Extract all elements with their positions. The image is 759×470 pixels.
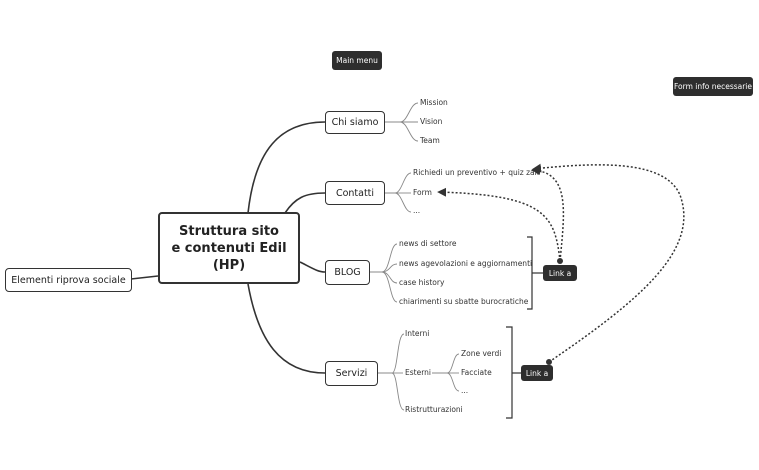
- leaf-chiarimenti[interactable]: chiarimenti su sbatte burocratiche: [399, 297, 529, 306]
- chi-siamo-node[interactable]: Chi siamo: [325, 111, 385, 134]
- leaf-news-agevolazioni[interactable]: news agevolazioni e aggiornamenti: [399, 259, 533, 268]
- form-info-topic[interactable]: Form info necessarie: [673, 77, 753, 96]
- leaf-vision[interactable]: Vision: [420, 117, 443, 126]
- leaf-contatti-ellipsis[interactable]: ...: [413, 206, 421, 215]
- central-topic-line3: (HP): [212, 257, 246, 273]
- contatti-node[interactable]: Contatti: [325, 181, 385, 205]
- leaf-facciate[interactable]: Facciate: [461, 368, 492, 377]
- blog-label: BLOG: [334, 267, 361, 278]
- servizi-boundary: [506, 326, 513, 419]
- root-to-blog-line: [299, 261, 326, 273]
- central-topic-line1: Struttura sito: [179, 223, 279, 239]
- leaf-zone-verdi[interactable]: Zone verdi: [461, 349, 502, 358]
- root-to-contatti-line: [284, 192, 326, 214]
- elementi-riprova-sociale-node[interactable]: Elementi riprova sociale: [5, 268, 132, 292]
- leaf-interni[interactable]: Interni: [405, 329, 430, 338]
- blog-node[interactable]: BLOG: [325, 260, 370, 285]
- elementi-riprova-sociale-label: Elementi riprova sociale: [11, 274, 126, 286]
- leaf-mission[interactable]: Mission: [420, 98, 448, 107]
- leaf-ristrutturazioni[interactable]: Ristrutturazioni: [405, 405, 463, 414]
- form-info-label: Form info necessarie: [673, 82, 753, 91]
- main-menu-topic[interactable]: Main menu: [332, 51, 382, 70]
- leaf-team[interactable]: Team: [420, 136, 440, 145]
- central-topic[interactable]: Struttura sito e contenuti Edil (HP): [158, 212, 300, 284]
- root-to-side-line: [130, 275, 159, 280]
- leaf-esterni[interactable]: Esterni: [405, 368, 431, 377]
- servizi-node[interactable]: Servizi: [325, 361, 378, 386]
- contatti-label: Contatti: [335, 187, 375, 199]
- servizi-label: Servizi: [335, 368, 368, 379]
- leaf-news-settore[interactable]: news di settore: [399, 239, 457, 248]
- blog-link-badge[interactable]: Link a: [543, 265, 577, 281]
- leaf-form[interactable]: Form: [413, 188, 432, 197]
- leaf-richiedi-preventivo[interactable]: Richiedi un preventivo + quiz zak: [413, 168, 539, 177]
- central-topic-line2: e contenuti Edil: [171, 240, 287, 256]
- root-to-servizi-line: [247, 283, 326, 374]
- leaf-esterni-ellipsis[interactable]: ...: [461, 386, 469, 395]
- servizi-link-to-preventivo-arrow: [532, 163, 685, 363]
- servizi-link-label: Link a: [525, 368, 549, 378]
- link-to-form-arrow: [437, 187, 561, 262]
- blog-link-label: Link a: [548, 268, 572, 278]
- leaf-case-history[interactable]: case history: [399, 278, 445, 287]
- main-menu-label: Main menu: [336, 56, 378, 65]
- root-to-chi-siamo-line: [247, 121, 326, 214]
- link-to-preventivo-arrow: [531, 165, 565, 262]
- chi-siamo-label: Chi siamo: [331, 117, 379, 128]
- servizi-link-badge[interactable]: Link a: [521, 365, 553, 381]
